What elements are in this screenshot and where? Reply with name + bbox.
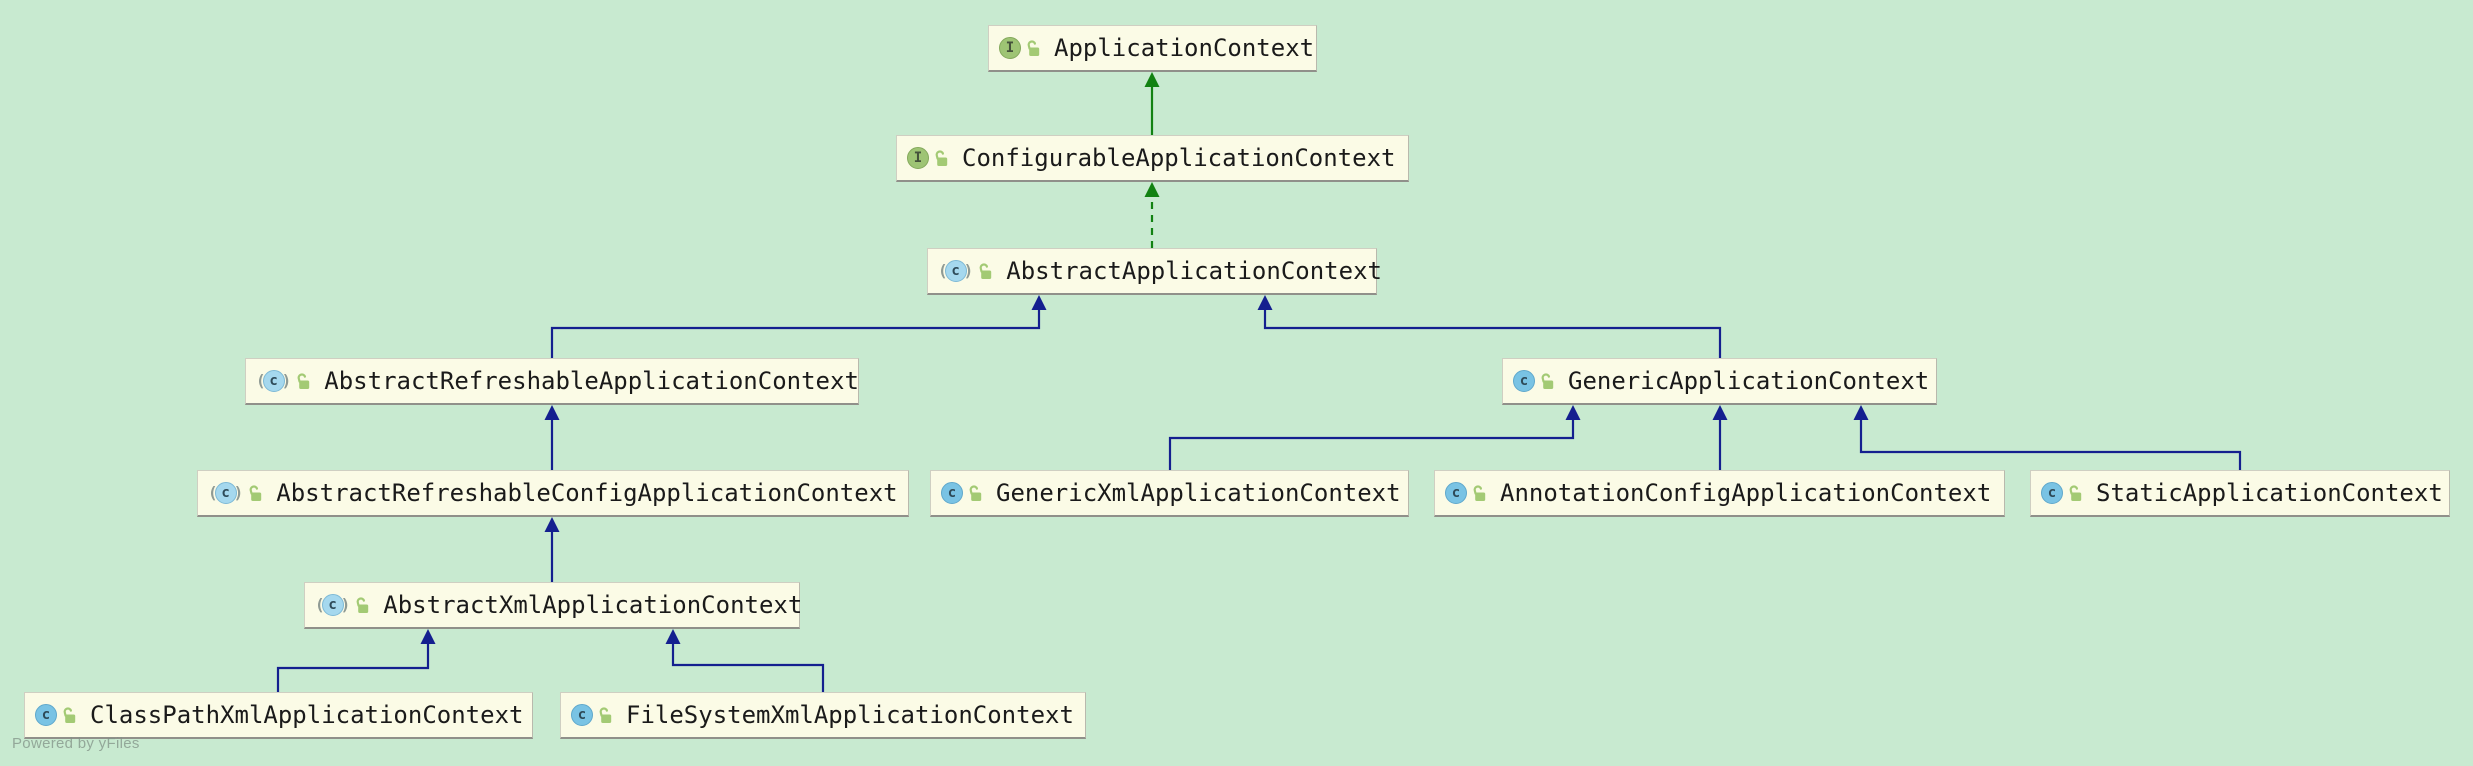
edge-extends-configurable-application-context-to-application-context	[1144, 72, 1160, 135]
class-icon: c	[35, 704, 57, 726]
open-lock-icon	[1473, 484, 1486, 501]
edge-extends-generic-xml-application-context-to-generic-application-context	[1168, 405, 1581, 470]
open-lock-icon	[969, 484, 982, 501]
node-abstract-application-context[interactable]: (c) AbstractApplicationContext	[927, 248, 1382, 295]
class-name-label: AbstractRefreshableConfigApplicationCont…	[276, 479, 898, 507]
open-lock-icon	[297, 372, 310, 389]
open-lock-icon	[63, 706, 76, 723]
node-application-context[interactable]: I ApplicationContext	[988, 25, 1317, 72]
node-file-system-xml-application-context[interactable]: c FileSystemXmlApplicationContext	[560, 692, 1086, 739]
class-icon: c	[1445, 482, 1467, 504]
edge-extends-abstract-refreshable-application-context-to-abstract-application-context	[550, 295, 1047, 358]
open-lock-icon	[2069, 484, 2082, 501]
open-lock-icon	[1027, 39, 1040, 56]
class-icon: c	[2041, 482, 2063, 504]
interface-icon: I	[907, 147, 929, 169]
class-name-label: GenericApplicationContext	[1568, 367, 1930, 395]
open-lock-icon	[249, 484, 262, 501]
abstract-class-icon: (c)	[256, 370, 292, 392]
class-name-label: AbstractXmlApplicationContext	[383, 591, 803, 619]
edge-implements-abstract-application-context-to-configurable-application-context	[1144, 182, 1160, 248]
yfiles-watermark: Powered by yFiles	[12, 735, 140, 752]
node-generic-xml-application-context[interactable]: c GenericXmlApplicationContext	[930, 470, 1409, 517]
node-static-application-context[interactable]: c StaticApplicationContext	[2030, 470, 2450, 517]
open-lock-icon	[599, 706, 612, 723]
node-abstract-refreshable-config-application-context[interactable]: (c) AbstractRefreshableConfigApplicationC…	[197, 470, 909, 517]
edge-extends-static-application-context-to-generic-application-context	[1853, 405, 2242, 470]
open-lock-icon	[1541, 372, 1554, 389]
class-name-label: FileSystemXmlApplicationContext	[626, 701, 1074, 729]
edge-extends-generic-application-context-to-abstract-application-context	[1257, 295, 1722, 358]
edge-extends-class-path-xml-application-context-to-abstract-xml-application-context	[276, 629, 436, 692]
class-name-label: ConfigurableApplicationContext	[962, 144, 1396, 172]
class-name-label: AbstractRefreshableApplicationContext	[324, 367, 859, 395]
abstract-class-icon: (c)	[315, 594, 351, 616]
abstract-class-icon: (c)	[208, 482, 244, 504]
open-lock-icon	[935, 149, 948, 166]
edge-extends-annotation-config-application-context-to-generic-application-context	[1712, 405, 1728, 470]
class-name-label: ClassPathXmlApplicationContext	[90, 701, 524, 729]
edge-extends-abstract-refreshable-config-application-context-to-abstract-refreshable-application-context	[544, 405, 560, 470]
node-abstract-refreshable-application-context[interactable]: (c) AbstractRefreshableApplicationContext	[245, 358, 859, 405]
node-generic-application-context[interactable]: c GenericApplicationContext	[1502, 358, 1937, 405]
open-lock-icon	[979, 262, 992, 279]
class-icon: c	[571, 704, 593, 726]
abstract-class-icon: (c)	[938, 260, 974, 282]
open-lock-icon	[356, 596, 369, 613]
node-configurable-application-context[interactable]: I ConfigurableApplicationContext	[896, 135, 1409, 182]
class-name-label: AbstractApplicationContext	[1006, 257, 1382, 285]
interface-icon: I	[999, 37, 1021, 59]
class-icon: c	[1513, 370, 1535, 392]
edge-extends-abstract-xml-application-context-to-abstract-refreshable-config-application-context	[544, 517, 560, 582]
class-name-label: StaticApplicationContext	[2096, 479, 2443, 507]
node-abstract-xml-application-context[interactable]: (c) AbstractXmlApplicationContext	[304, 582, 803, 629]
class-name-label: ApplicationContext	[1054, 34, 1315, 62]
class-name-label: AnnotationConfigApplicationContext	[1500, 479, 1992, 507]
edge-extends-file-system-xml-application-context-to-abstract-xml-application-context	[665, 629, 825, 692]
class-name-label: GenericXmlApplicationContext	[996, 479, 1401, 507]
node-annotation-config-application-context[interactable]: c AnnotationConfigApplicationContext	[1434, 470, 2005, 517]
class-icon: c	[941, 482, 963, 504]
node-class-path-xml-application-context[interactable]: c ClassPathXmlApplicationContext	[24, 692, 533, 739]
